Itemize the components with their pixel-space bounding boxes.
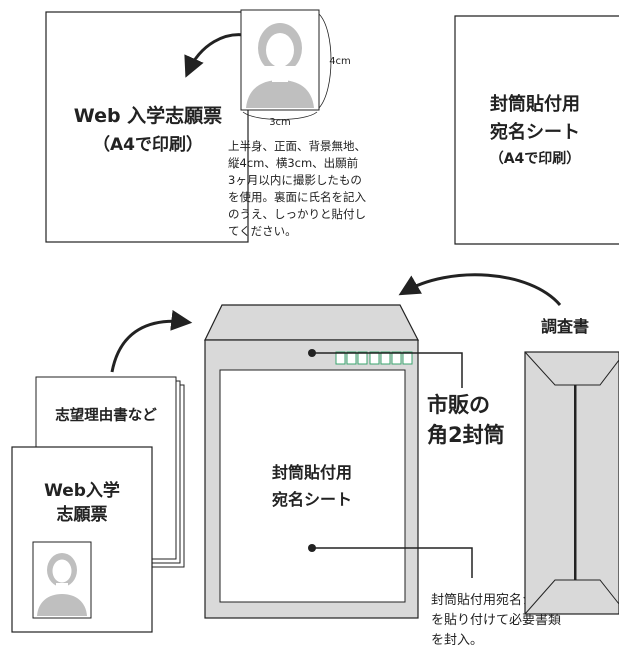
address-sheet-title-2: 宛名シート bbox=[489, 121, 580, 143]
instruction-line: 縦4cm、横3cm、出願前 bbox=[228, 156, 358, 170]
photo-instructions: 上半身、正面、背景無地、 縦4cm、横3cm、出願前 3ヶ月以内に撮影したもの … bbox=[228, 139, 366, 238]
web-form-page: Web 入学志願票 （A4で印刷） bbox=[45, 11, 249, 243]
web-form-front-title-2: 志願票 bbox=[57, 504, 108, 525]
statement-label: 志望理由書など bbox=[55, 406, 157, 424]
web-form-print-note: （A4で印刷） bbox=[93, 134, 203, 155]
envelope: 封筒貼付用 宛名シート bbox=[204, 304, 419, 619]
address-sheet-page: 封筒貼付用 宛名シート （A4で印刷） bbox=[454, 15, 619, 245]
instruction-line: 上半身、正面、背景無地、 bbox=[228, 139, 366, 153]
photo-height-label: 4cm bbox=[329, 56, 351, 67]
leader-line-envelope bbox=[312, 352, 463, 388]
envelope-flap bbox=[204, 304, 419, 341]
postal-code-boxes bbox=[335, 351, 413, 365]
height-dimension-arc bbox=[318, 13, 332, 109]
instruction-line: を使用。裏面に氏名を記入 bbox=[228, 190, 366, 204]
instruction-line: てください。 bbox=[228, 224, 297, 238]
instruction-line: のうえ、しっかりと貼付し bbox=[228, 207, 366, 221]
envelope-label-line1: 市販の bbox=[427, 393, 490, 417]
address-sheet-title-1: 封筒貼付用 bbox=[490, 93, 580, 115]
arrow-survey-to-envelope bbox=[398, 273, 562, 306]
mini-person-avatar-icon bbox=[37, 553, 87, 616]
survey-label: 調査書 bbox=[541, 317, 589, 336]
envelope-sheet-title-1: 封筒貼付用 bbox=[272, 463, 352, 482]
arrow-stack-to-envelope bbox=[110, 309, 193, 373]
envelope-address-sheet bbox=[219, 369, 406, 603]
envelope-label-line2: 角2封筒 bbox=[427, 423, 505, 447]
note-line: を封入。 bbox=[431, 633, 483, 648]
address-sheet-print-note: （A4で印刷） bbox=[490, 150, 581, 167]
leader-line-sheet bbox=[312, 547, 473, 578]
person-avatar-icon bbox=[246, 23, 314, 108]
survey-document bbox=[524, 351, 619, 615]
photo-card: 4cm 3cm bbox=[240, 9, 351, 128]
web-form-front: Web入学 志願票 bbox=[11, 446, 153, 633]
note-line: を貼り付けて必要書類 bbox=[431, 613, 561, 628]
web-form-title: Web 入学志願票 bbox=[74, 104, 222, 127]
web-form-front-title-1: Web入学 bbox=[44, 480, 120, 501]
instruction-line: 3ヶ月以内に撮影したもの bbox=[228, 173, 362, 187]
envelope-sheet-title-2: 宛名シート bbox=[271, 490, 352, 509]
width-dimension-arc bbox=[242, 111, 318, 120]
photo-width-label: 3cm bbox=[269, 117, 291, 128]
